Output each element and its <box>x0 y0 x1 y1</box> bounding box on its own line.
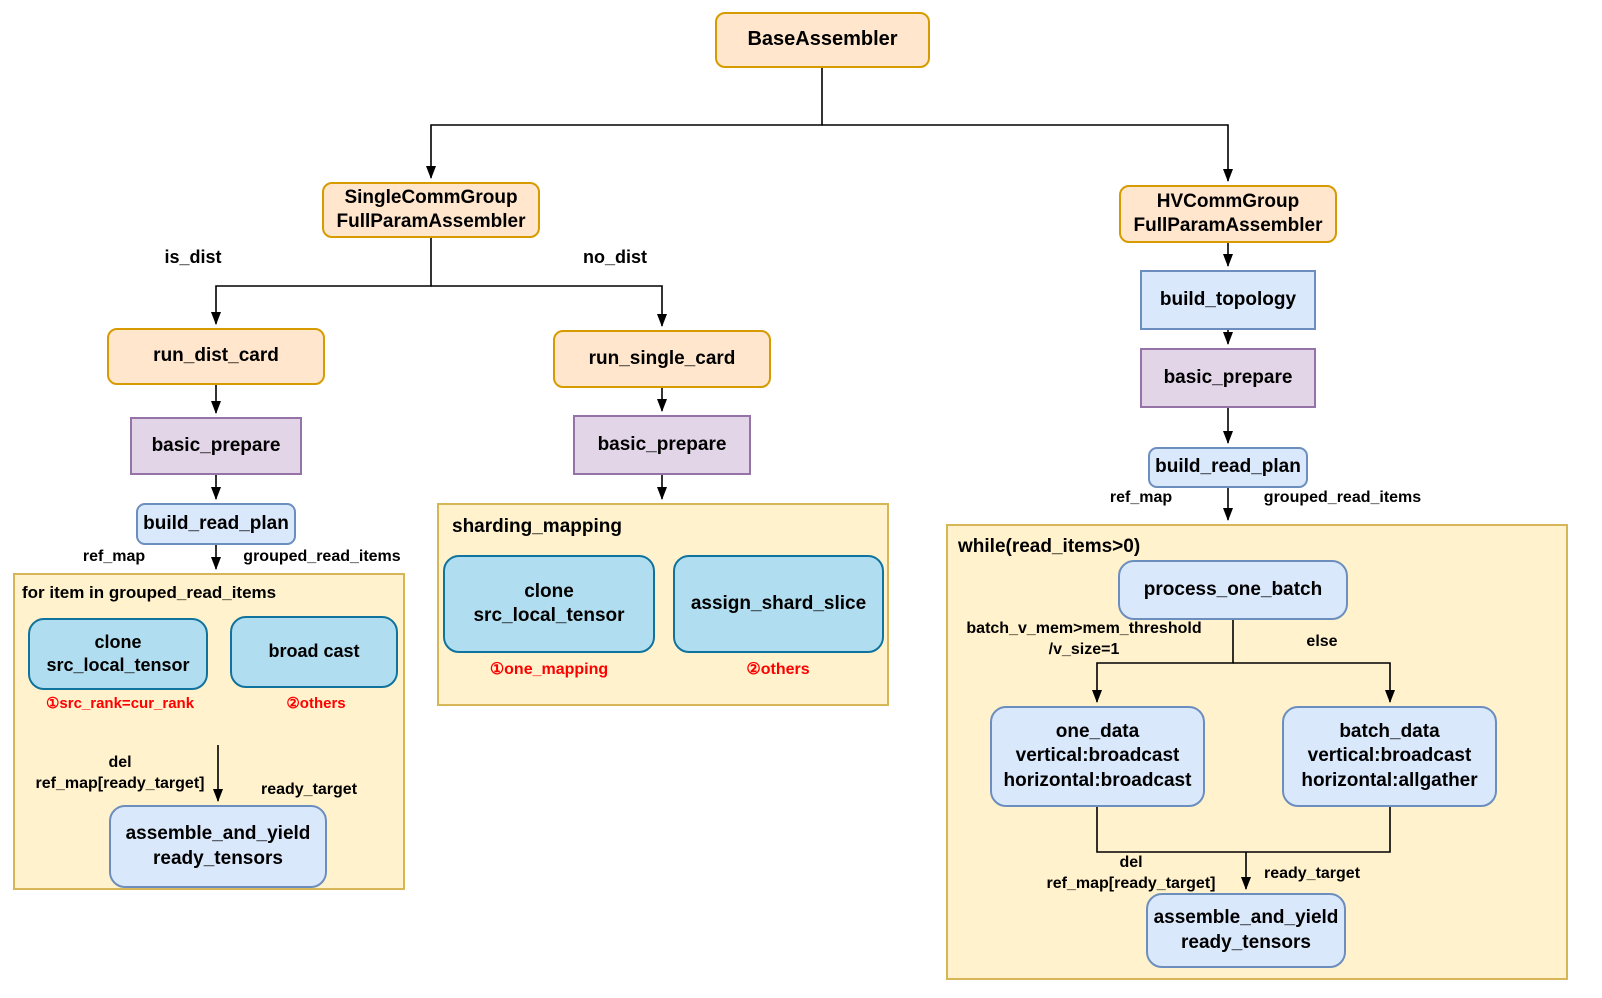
node-hv-comm-group-assembler: HVCommGroup FullParamAssembler <box>1119 185 1337 243</box>
node-basic-prepare-mid: basic_prepare <box>573 415 751 475</box>
sharding-mapping-title: sharding_mapping <box>452 516 622 537</box>
label-ready-target-left: ready_target <box>260 781 358 798</box>
label-ref-map-right: ref_map <box>1109 489 1173 506</box>
node-base-assembler: BaseAssembler <box>715 12 930 68</box>
label-no-dist: no_dist <box>582 247 647 267</box>
node-assemble-and-yield-right: assemble_and_yield ready_tensors <box>1146 893 1346 968</box>
node-batch-data: batch_data vertical:broadcast horizontal… <box>1282 706 1497 807</box>
node-clone-src-local-tensor-mid: clone src_local_tensor <box>443 555 655 653</box>
node-assign-shard-slice: assign_shard_slice <box>673 555 884 653</box>
node-broadcast: broad cast <box>230 616 398 688</box>
edge-batchdata-merge <box>1246 807 1391 853</box>
label-is-dist: is_dist <box>164 247 222 267</box>
label-others-case-left: ②others <box>286 695 346 712</box>
edge-base-to-singlecomm <box>426 68 823 179</box>
label-grouped-read-items-left: grouped_read_items <box>243 548 401 565</box>
node-single-comm-group-assembler: SingleCommGroup FullParamAssembler <box>322 182 540 238</box>
node-process-one-batch: process_one_batch <box>1118 560 1348 620</box>
node-build-read-plan-left: build_read_plan <box>136 503 296 545</box>
label-grouped-read-items-right: grouped_read_items <box>1263 489 1422 506</box>
edge-singlecomm-to-runsingle <box>431 285 667 327</box>
node-clone-src-local-tensor-left: clone src_local_tensor <box>28 618 208 690</box>
label-del-ref-map-right: del ref_map[ready_target] <box>1046 854 1216 892</box>
node-build-topology: build_topology <box>1140 270 1316 330</box>
edge-process-to-batchdata <box>1233 662 1395 703</box>
for-loop-title: for item in grouped_read_items <box>22 583 277 602</box>
while-loop-title: while(read_items>0) <box>958 536 1141 557</box>
node-assemble-and-yield-left: assemble_and_yield ready_tensors <box>109 805 327 888</box>
node-one-data: one_data vertical:broadcast horizontal:b… <box>990 706 1205 807</box>
label-del-ref-map-left: del ref_map[ready_target] <box>35 754 205 792</box>
edge-singlecomm-to-rundist <box>211 238 432 325</box>
node-basic-prepare-right: basic_prepare <box>1140 348 1316 408</box>
label-else-condition: else <box>1306 633 1338 650</box>
edge-base-to-hvcomm <box>822 124 1233 182</box>
node-run-dist-card: run_dist_card <box>107 328 325 385</box>
edge-process-to-onedata <box>1092 620 1234 703</box>
node-run-single-card: run_single_card <box>553 330 771 388</box>
label-ready-target-right: ready_target <box>1263 865 1361 882</box>
node-basic-prepare-left: basic_prepare <box>130 417 302 475</box>
label-batch-condition: batch_v_mem>mem_threshold /v_size=1 <box>966 620 1202 658</box>
label-ref-map-left: ref_map <box>82 548 146 565</box>
label-src-rank-case: ①src_rank=cur_rank <box>45 695 195 712</box>
edge-onedata-merge <box>1096 807 1246 853</box>
label-others-case-mid: ②others <box>746 661 810 678</box>
label-one-mapping-case: ①one_mapping <box>489 661 609 678</box>
node-build-read-plan-right: build_read_plan <box>1148 447 1308 488</box>
